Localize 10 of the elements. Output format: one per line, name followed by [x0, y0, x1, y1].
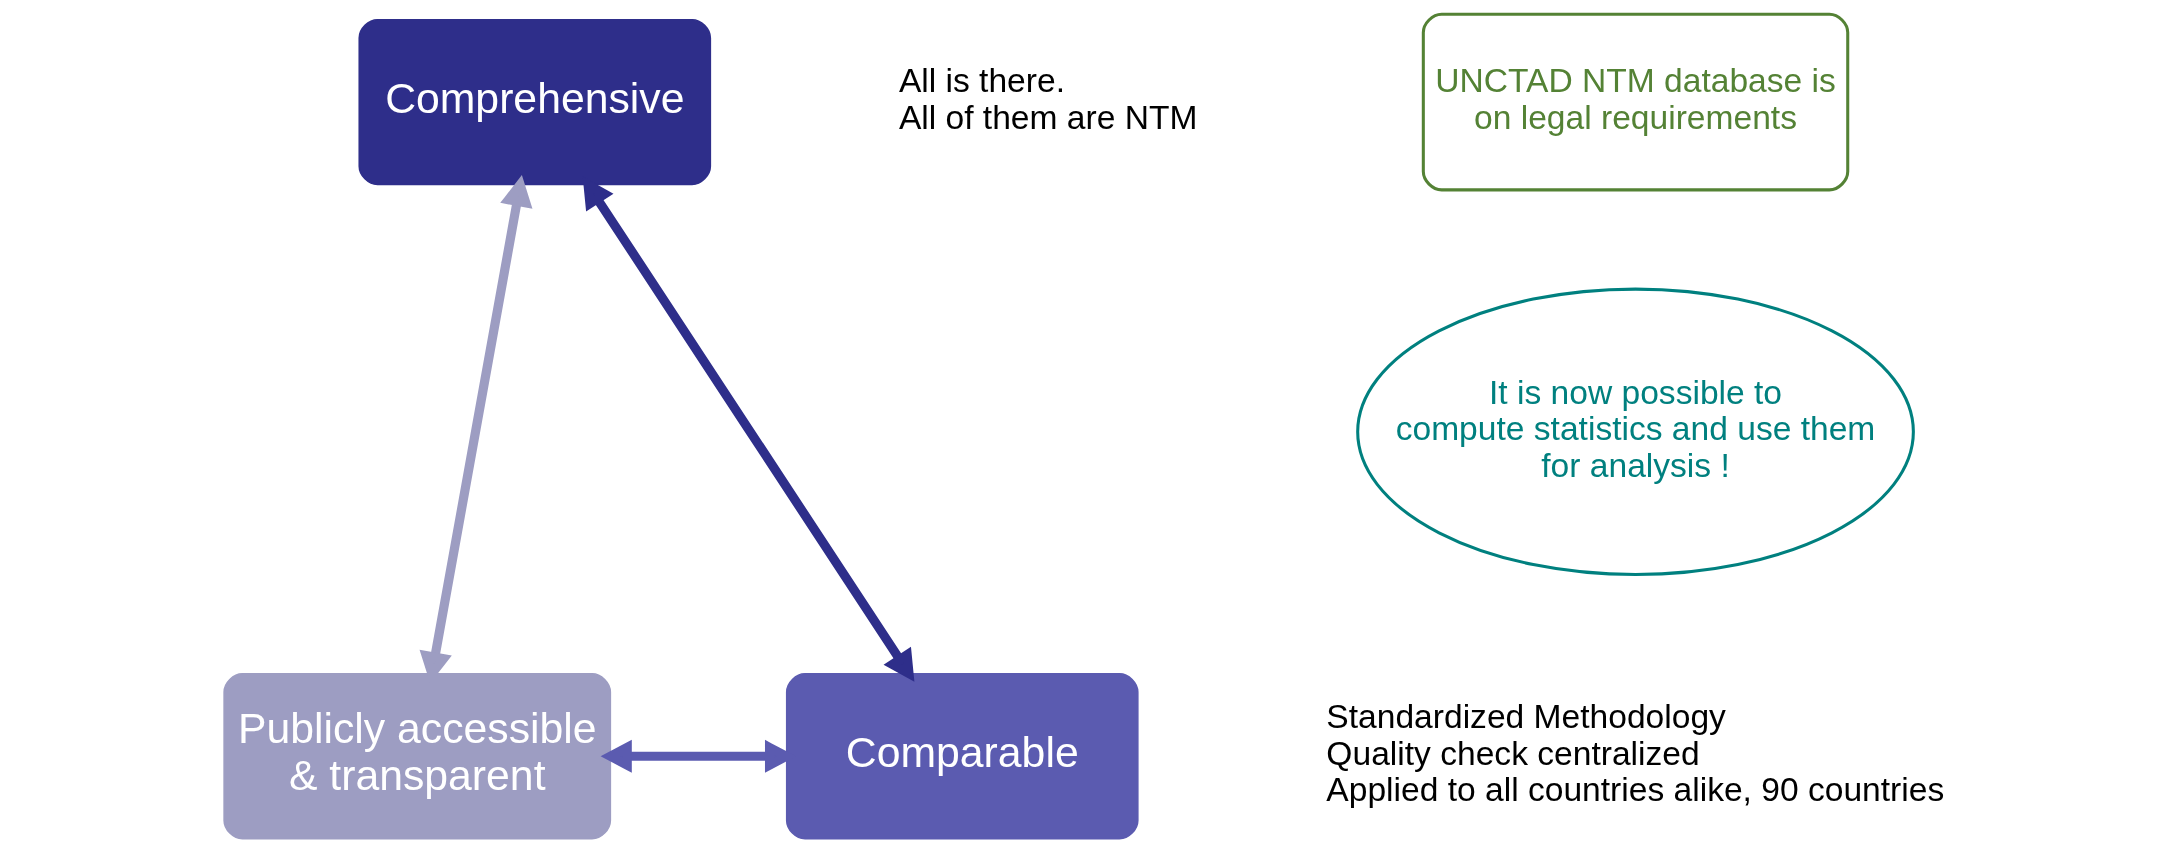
node-label: Applied to all countries alike, 90 countries	[1326, 771, 1945, 809]
node-box: Comparable	[785, 673, 1139, 840]
node-box: Publicly accessible & transparent	[223, 673, 612, 840]
node-label: All is there.	[898, 62, 1065, 100]
node-box: Comprehensive	[358, 18, 712, 186]
node-label: Quality check centralized	[1326, 734, 1700, 772]
node-box: UNCTAD NTM database is on legal requirements	[1421, 12, 1850, 192]
node-label: All of them are NTM	[898, 98, 1198, 136]
node-ellipse: It is now possible to compute statistics and use them for analysis !	[1356, 287, 1915, 577]
node-label: Standardized Methodology	[1326, 698, 1726, 736]
